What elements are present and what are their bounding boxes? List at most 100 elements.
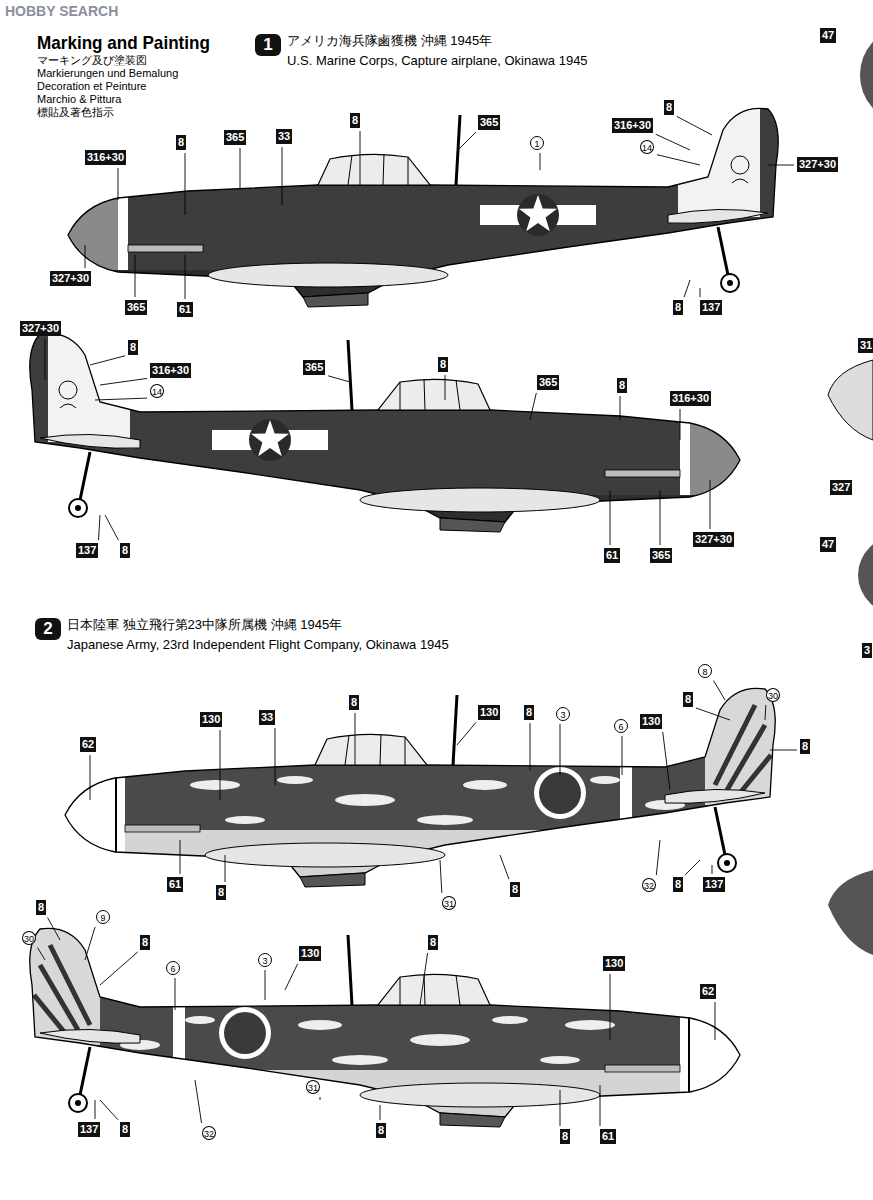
callout-number: 327+30 bbox=[797, 157, 838, 172]
section-heading: 日本陸軍 独立飛行第23中隊所属機 沖縄 1945年 bbox=[67, 617, 342, 633]
callout-number: 47 bbox=[820, 537, 836, 552]
leader-line bbox=[282, 147, 283, 205]
decal-number: 3 bbox=[556, 707, 570, 721]
leader-line bbox=[560, 724, 561, 775]
leader-line bbox=[265, 970, 266, 1000]
callout-number: 8 bbox=[438, 357, 448, 372]
callout-number: 137 bbox=[78, 1122, 100, 1137]
callout-number: 327+30 bbox=[693, 532, 734, 547]
leader-line bbox=[700, 288, 701, 297]
leader-line bbox=[100, 378, 147, 385]
callout-number: 316+30 bbox=[150, 363, 191, 378]
callout-number: 327 bbox=[830, 480, 852, 495]
leader-line bbox=[768, 165, 794, 166]
leader-line bbox=[185, 255, 186, 299]
callout-number: 8 bbox=[36, 900, 46, 915]
leader-line bbox=[714, 681, 725, 700]
callout-number: 316+30 bbox=[85, 150, 126, 165]
leader-line bbox=[696, 708, 730, 720]
callout-number: 8 bbox=[140, 935, 150, 950]
callout-number: 62 bbox=[80, 737, 96, 752]
leader-line bbox=[715, 1002, 716, 1040]
leader-line bbox=[500, 855, 509, 879]
leader-line bbox=[195, 1080, 202, 1123]
leader-line bbox=[420, 953, 428, 1005]
leader-line bbox=[685, 860, 700, 875]
leader-line bbox=[656, 840, 660, 875]
leader-line bbox=[180, 840, 181, 874]
leader-line bbox=[328, 376, 350, 382]
leader-line bbox=[118, 168, 119, 200]
callout-number: 8 bbox=[510, 882, 520, 897]
leader-line bbox=[765, 705, 767, 720]
leader-line bbox=[100, 952, 138, 985]
callout-number: 316+30 bbox=[612, 118, 653, 133]
callout-number: 33 bbox=[259, 710, 275, 725]
callout-number: 130 bbox=[640, 714, 662, 729]
callout-number: 33 bbox=[276, 129, 292, 144]
leader-line bbox=[440, 860, 442, 893]
heading-text: マーキング及び塗装図 bbox=[37, 54, 147, 67]
leader-line bbox=[540, 153, 541, 170]
leader-line bbox=[660, 490, 661, 545]
callout-number: 8 bbox=[673, 877, 683, 892]
leader-line bbox=[712, 865, 713, 874]
leader-line bbox=[380, 1105, 381, 1120]
decal-number: 30 bbox=[22, 931, 36, 945]
callout-number: 8 bbox=[673, 300, 683, 315]
sheet-title: Marking and Painting bbox=[37, 32, 210, 54]
callout-number: 8 bbox=[120, 1122, 130, 1137]
leader-line bbox=[620, 396, 621, 420]
callout-number: 327+30 bbox=[20, 321, 61, 336]
leader-line bbox=[680, 409, 681, 440]
aircraft-side-view bbox=[20, 925, 740, 1130]
callout-number: 47 bbox=[820, 28, 836, 43]
callout-number: 365 bbox=[650, 548, 672, 563]
decal-number: 9 bbox=[96, 910, 110, 924]
leader-line bbox=[95, 1100, 96, 1119]
leader-line bbox=[99, 515, 100, 540]
leader-line bbox=[684, 280, 690, 297]
leader-line bbox=[530, 393, 536, 420]
leader-line bbox=[445, 375, 446, 400]
section-number: 2 bbox=[35, 618, 61, 640]
decal-number: 31 bbox=[306, 1080, 320, 1094]
callout-number: 130 bbox=[603, 956, 625, 971]
callout-number: 8 bbox=[350, 113, 360, 128]
leader-line bbox=[240, 148, 241, 190]
decal-number: 6 bbox=[166, 961, 180, 975]
leader-line bbox=[38, 948, 45, 960]
leader-line bbox=[275, 728, 276, 785]
decal-number: 32 bbox=[642, 878, 656, 892]
heading-text: Marchio & Pittura bbox=[37, 93, 121, 106]
leader-line bbox=[610, 490, 611, 545]
decal-number: 6 bbox=[614, 719, 628, 733]
callout-number: 130 bbox=[200, 712, 222, 727]
callout-number: 8 bbox=[128, 340, 138, 355]
callout-number: 61 bbox=[177, 302, 193, 317]
leader-line bbox=[600, 1085, 601, 1126]
decal-number: 3 bbox=[258, 953, 272, 967]
leader-line bbox=[100, 1100, 118, 1120]
leader-line bbox=[677, 116, 712, 135]
leader-line bbox=[135, 255, 136, 297]
decal-number: 30 bbox=[766, 688, 780, 702]
leader-line bbox=[710, 480, 711, 529]
callout-number: 8 bbox=[349, 695, 359, 710]
callout-number: 8 bbox=[524, 705, 534, 720]
callout-number: 137 bbox=[700, 300, 722, 315]
callout-number: 365 bbox=[303, 360, 325, 375]
callout-number: 365 bbox=[478, 115, 500, 130]
leader-line bbox=[663, 732, 670, 790]
leader-line bbox=[320, 1097, 321, 1100]
callout-number: 365 bbox=[224, 130, 246, 145]
leader-line bbox=[105, 515, 119, 540]
leader-line bbox=[48, 918, 60, 940]
leader-line bbox=[45, 339, 46, 380]
leader-line bbox=[457, 722, 476, 745]
callout-number: 8 bbox=[376, 1123, 386, 1138]
callout-number: 31 bbox=[858, 338, 873, 353]
leader-line bbox=[530, 723, 531, 770]
